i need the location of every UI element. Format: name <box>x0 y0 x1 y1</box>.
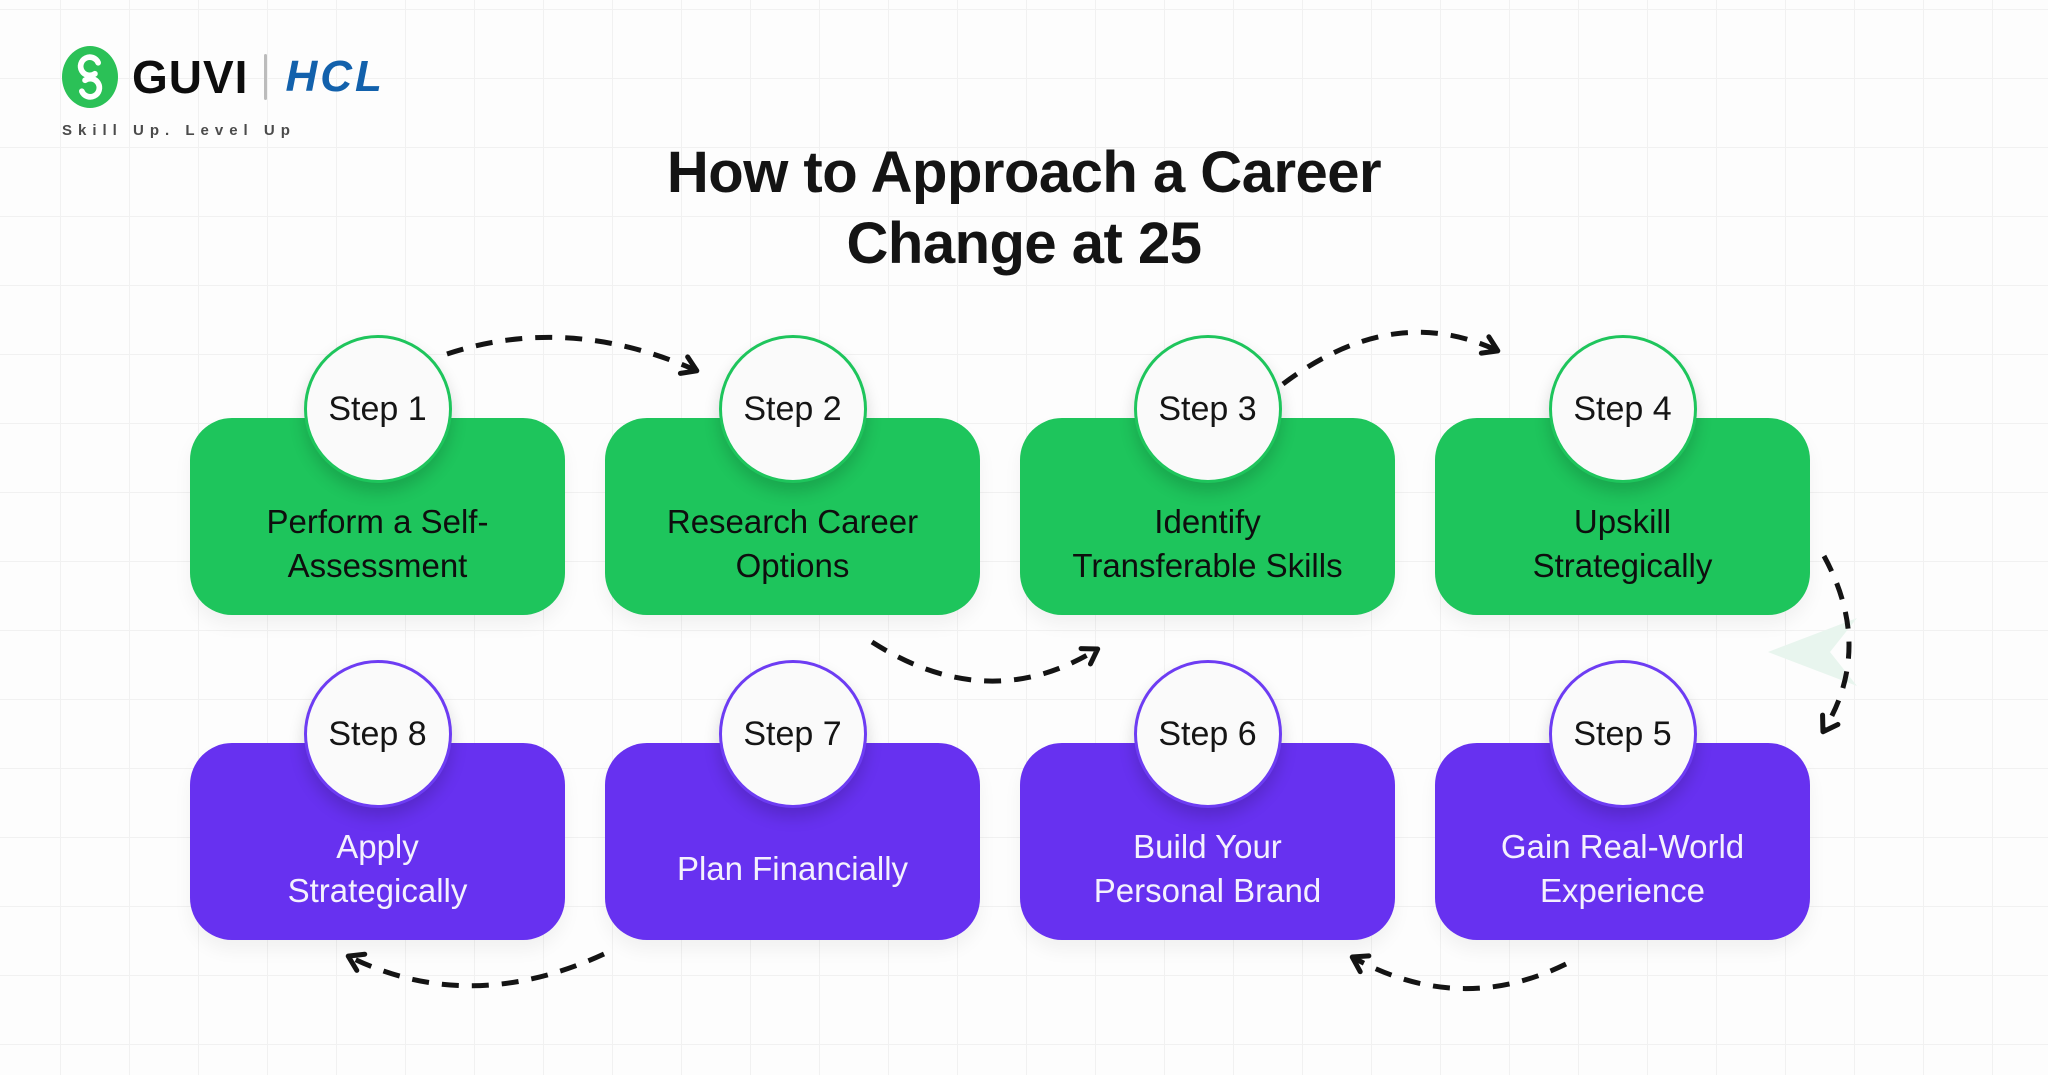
arrow-step1-to-step2-icon <box>446 334 700 376</box>
guvi-wordmark: GUVI <box>132 51 249 103</box>
step-4-badge: Step 4 <box>1548 335 1697 483</box>
brand-divider <box>264 54 268 100</box>
step-1-label: Step 1 <box>328 389 427 428</box>
guvi-g-glyph-icon <box>77 54 103 100</box>
step-5-text: Gain Real-World Experience <box>1501 825 1744 912</box>
step-1-text-line1: Perform a Self- <box>266 502 489 540</box>
step-7-label: Step 7 <box>743 714 842 753</box>
step-6-text-line1: Build Your <box>1133 827 1282 865</box>
step-card-5: Step 5 Gain Real-World Experience <box>1435 660 1810 940</box>
step-4-text: Upskill Strategically <box>1533 500 1713 587</box>
step-1-text: Perform a Self- Assessment <box>267 500 489 587</box>
step-2-text: Research Career Options <box>667 500 918 587</box>
step-6-text-line2: Personal Brand <box>1093 871 1322 909</box>
step-7-badge: Step 7 <box>718 660 867 808</box>
step-7-text: Plan Financially <box>677 847 908 891</box>
step-5-label: Step 5 <box>1573 714 1672 753</box>
step-5-text-line2: Experience <box>1539 871 1706 909</box>
step-6-badge: Step 6 <box>1133 660 1282 808</box>
page-title-line1: How to Approach a Career <box>666 140 1382 205</box>
step-4-text-line2: Strategically <box>1532 546 1713 584</box>
step-2-badge: Step 2 <box>718 335 867 483</box>
brand-header: GUVI HCL Skill Up. Level Up <box>62 46 385 139</box>
step-2-label: Step 2 <box>743 389 842 428</box>
step-card-1: Step 1 Perform a Self- Assessment <box>190 335 565 615</box>
arrow-step7-to-step8-icon <box>345 951 606 989</box>
guvi-logo-icon <box>62 46 118 108</box>
step-8-text-line2: Strategically <box>287 871 468 909</box>
step-card-2: Step 2 Research Career Options <box>605 335 980 615</box>
step-8-label: Step 8 <box>328 714 427 753</box>
step-7-text-line1: Plan Financially <box>676 849 909 887</box>
brand-tagline: Skill Up. Level Up <box>62 122 296 139</box>
step-3-badge: Step 3 <box>1133 335 1282 483</box>
step-2-text-line1: Research Career <box>666 502 919 540</box>
step-3-text: Identify Transferable Skills <box>1072 500 1342 587</box>
mint-chevron-decoration-icon <box>1768 618 1857 686</box>
arrow-step3-to-step4-icon <box>1281 329 1501 386</box>
step-card-3: Step 3 Identify Transferable Skills <box>1020 335 1395 615</box>
step-card-4: Step 4 Upskill Strategically <box>1435 335 1810 615</box>
hcl-wordmark: HCL <box>285 52 385 101</box>
step-3-label: Step 3 <box>1158 389 1257 428</box>
arrow-step4-to-step5-icon <box>1820 554 1852 735</box>
step-6-text: Build Your Personal Brand <box>1094 825 1321 912</box>
step-2-text-line2: Options <box>735 546 850 584</box>
step-card-6: Step 6 Build Your Personal Brand <box>1020 660 1395 940</box>
step-6-label: Step 6 <box>1158 714 1257 753</box>
arrow-step2-to-step3-icon <box>870 639 1101 684</box>
step-1-badge: Step 1 <box>303 335 452 483</box>
step-5-text-line1: Gain Real-World <box>1500 827 1745 865</box>
step-4-text-line1: Upskill <box>1573 502 1672 540</box>
step-8-badge: Step 8 <box>303 660 452 808</box>
page-title: How to Approach a Career Change at 25 <box>0 138 2048 280</box>
step-3-text-line1: Identify <box>1154 502 1261 540</box>
arrow-step5-to-step6-icon <box>1349 953 1568 991</box>
step-8-text: Apply Strategically <box>288 825 468 912</box>
page-title-line2: Change at 25 <box>846 210 1203 276</box>
step-card-7: Step 7 Plan Financially <box>605 660 980 940</box>
step-4-label: Step 4 <box>1573 389 1672 428</box>
step-5-badge: Step 5 <box>1548 660 1697 808</box>
step-card-8: Step 8 Apply Strategically <box>190 660 565 940</box>
step-8-text-line1: Apply <box>336 827 419 865</box>
step-1-text-line2: Assessment <box>287 546 468 584</box>
step-3-text-line2: Transferable Skills <box>1072 546 1343 584</box>
